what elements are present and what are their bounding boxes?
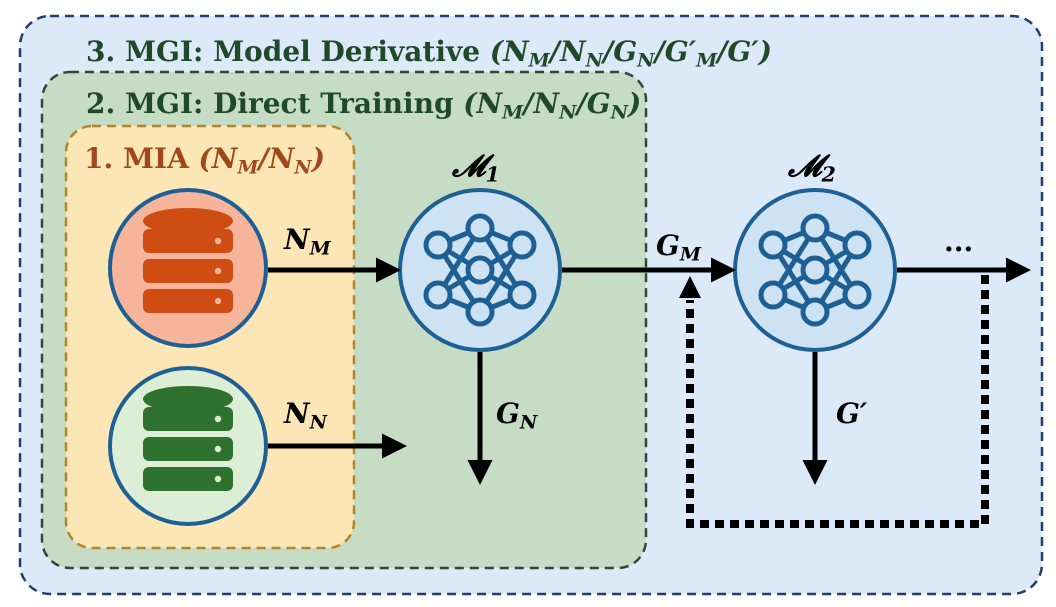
title-mia: 1. MIA (NM/NN): [84, 142, 325, 179]
edge-label-g-n: GN: [496, 397, 538, 434]
model-2-label: 𝓜2: [788, 149, 836, 187]
feedback-loop-dotted: [686, 275, 989, 528]
model-2-neural-network-icon: [733, 188, 897, 352]
nonmember-database-icon: [108, 366, 268, 526]
edge-label-n-n: NN: [284, 397, 327, 434]
feedback-loop-arrowhead: [679, 276, 701, 298]
edge-label-g-m: GM: [656, 229, 701, 266]
member-database-icon: [108, 188, 268, 348]
edge-label-n-m: NM: [284, 223, 331, 260]
model-1-label: 𝓜1: [452, 149, 500, 187]
edge-label-g-prime: G′: [836, 397, 868, 430]
title-model-derivative: 3. MGI: Model Derivative (NM/NN/GN/G′M/G…: [86, 35, 772, 72]
title-direct-training: 2. MGI: Direct Training (NM/NN/GN): [86, 87, 642, 124]
continuation-ellipsis: ...: [944, 225, 974, 258]
model-1-neural-network-icon: [398, 188, 562, 352]
